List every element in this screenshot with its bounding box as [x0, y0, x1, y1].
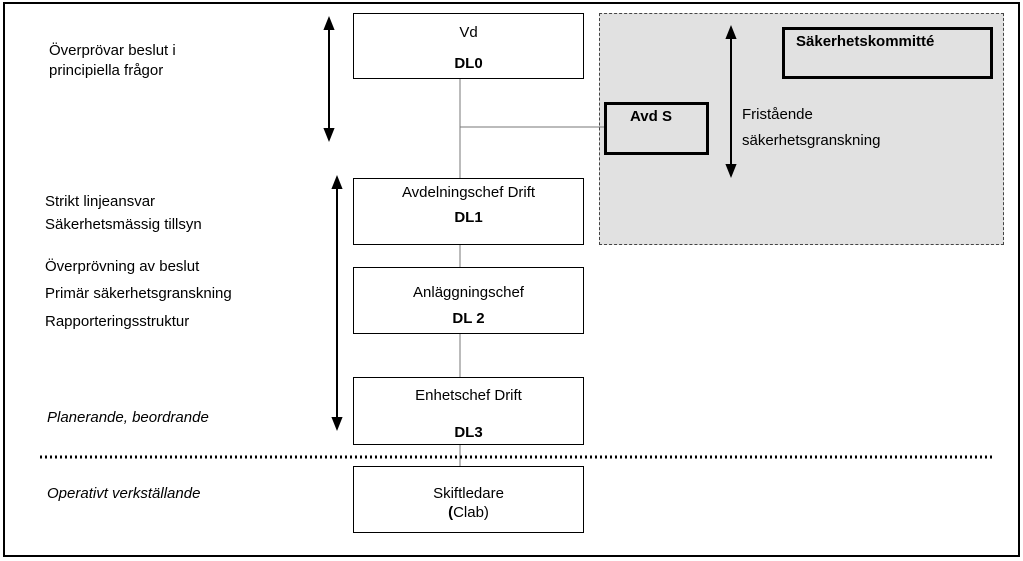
- left-item: Säkerhetsmässig tillsyn: [45, 216, 202, 233]
- left-planning: Planerande, beordrande: [47, 409, 209, 426]
- box-skift-paren: (: [448, 504, 454, 521]
- box-vd-level: DL0: [454, 55, 483, 72]
- left-top-line1: Överprövar beslut i: [49, 42, 176, 59]
- box-skift-title: Skiftledare: [433, 485, 504, 502]
- left-item: Strikt linjeansvar: [45, 193, 156, 210]
- box-skift-sub: (Clab): [354, 504, 583, 521]
- box-committee: Säkerhetskommitté: [782, 27, 993, 79]
- box-vd-title: Vd: [459, 24, 478, 41]
- box-dl2-level: DL 2: [452, 310, 485, 327]
- left-item: Primär säkerhetsgranskning: [45, 285, 232, 302]
- box-skift-sub-rest: Clab): [453, 504, 489, 521]
- box-avd-s: Avd S: [604, 102, 709, 155]
- box-skiftledare: Skiftledare (Clab): [353, 466, 584, 533]
- box-vd: Vd DL0: [353, 13, 584, 79]
- box-dl3: Enhetschef Drift DL3: [353, 377, 584, 445]
- diagram-frame: [3, 2, 1020, 557]
- box-dl2-title: Anläggningschef: [413, 284, 524, 301]
- box-dl3-title: Enhetschef Drift: [415, 387, 522, 404]
- box-dl1: Avdelningschef Drift DL1: [353, 178, 584, 245]
- box-avd-s-label: Avd S: [630, 108, 672, 125]
- box-dl1-title: Avdelningschef Drift: [401, 184, 536, 201]
- left-item: Överprövning av beslut: [45, 258, 200, 275]
- review-line1: Fristående: [742, 106, 813, 123]
- box-dl2: Anläggningschef DL 2: [353, 267, 584, 334]
- review-line2: säkerhetsgranskning: [742, 132, 881, 149]
- box-dl3-level: DL3: [454, 424, 483, 441]
- left-operative: Operativt verkställande: [47, 485, 201, 502]
- left-item: Rapporteringsstruktur: [45, 313, 190, 330]
- left-top-line2: principiella frågor: [49, 62, 164, 79]
- box-committee-label: Säkerhetskommitté: [796, 33, 935, 50]
- box-dl1-level: DL1: [454, 209, 483, 226]
